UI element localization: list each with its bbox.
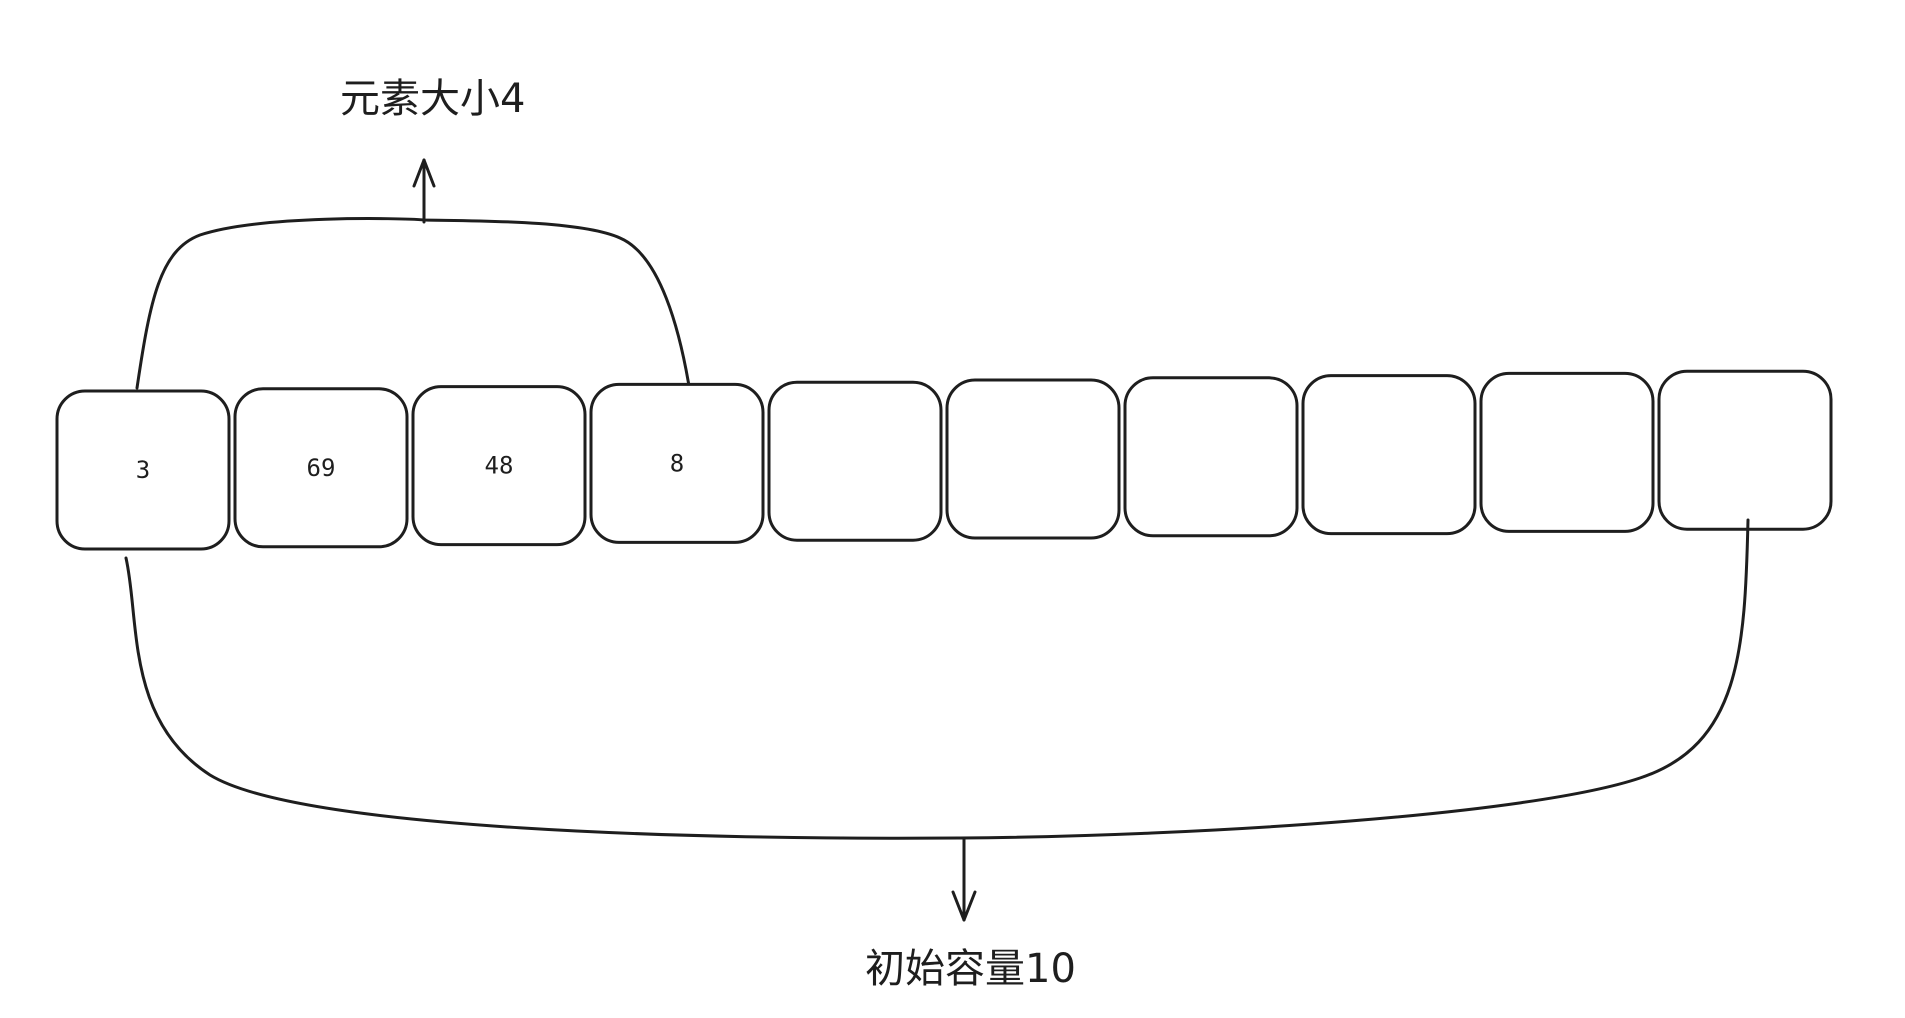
array-cell-box (767, 380, 943, 542)
array-cell-value: 48 (485, 452, 514, 480)
array-cell: 69 (233, 387, 409, 549)
array-cells: 3 69 48 8 (55, 369, 1833, 551)
array-cell-box (1301, 374, 1477, 536)
array-cell (1657, 369, 1833, 531)
array-cell-box (55, 389, 231, 551)
array-cell-box (589, 382, 765, 544)
array-cell (1301, 374, 1477, 536)
size-label: 元素大小4 (340, 76, 525, 122)
array-cell (767, 380, 943, 542)
array-cell-box (233, 387, 409, 549)
array-cell-box (1123, 376, 1299, 538)
array-cell (1123, 376, 1299, 538)
array-cell-value: 3 (136, 456, 150, 484)
array-cell: 8 (589, 382, 765, 544)
array-cell-value: 8 (670, 449, 684, 477)
array-cell-box (411, 385, 587, 547)
array-cell (945, 378, 1121, 540)
capacity-label: 初始容量10 (865, 946, 1076, 992)
array-cell-box (945, 378, 1121, 540)
capacity-arrow-head (951, 890, 977, 922)
array-cell: 3 (55, 389, 231, 551)
capacity-bracket (124, 518, 1750, 840)
array-cell-value: 69 (307, 454, 336, 482)
array-cell (1479, 371, 1655, 533)
array-cell-box (1479, 371, 1655, 533)
array-cell: 48 (411, 385, 587, 547)
array-cell-box (1657, 369, 1833, 531)
size-bracket (135, 217, 692, 394)
size-arrow-head (412, 158, 436, 188)
